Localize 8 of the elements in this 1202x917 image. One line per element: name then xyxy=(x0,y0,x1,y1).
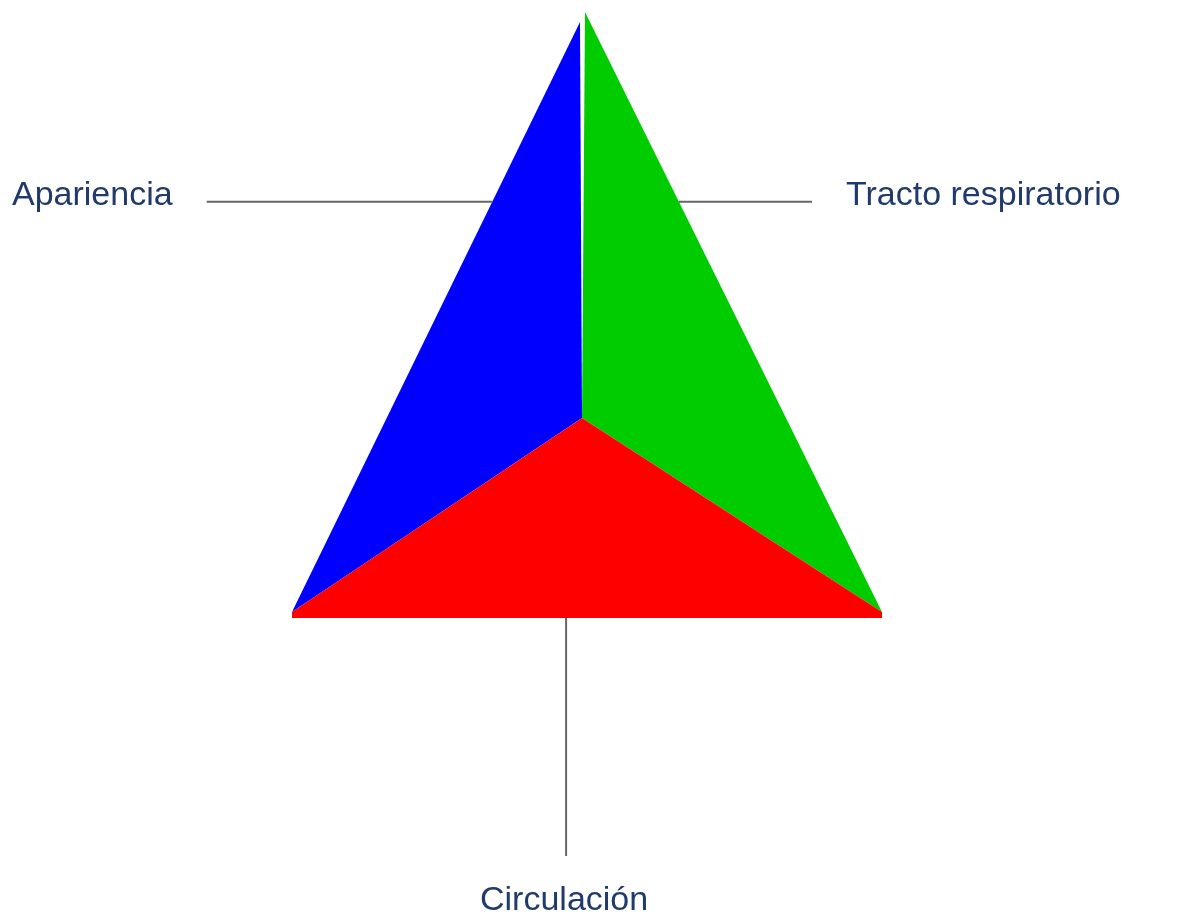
leader-line xyxy=(205,200,494,203)
triangle-segment xyxy=(292,22,582,612)
triangle-segment xyxy=(292,418,882,618)
category-label: Circulación xyxy=(480,880,649,917)
leader-line xyxy=(677,200,813,203)
category-label: Apariencia xyxy=(12,175,173,213)
leader-line xyxy=(565,617,568,857)
category-label: Tracto respiratorio xyxy=(846,175,1121,213)
